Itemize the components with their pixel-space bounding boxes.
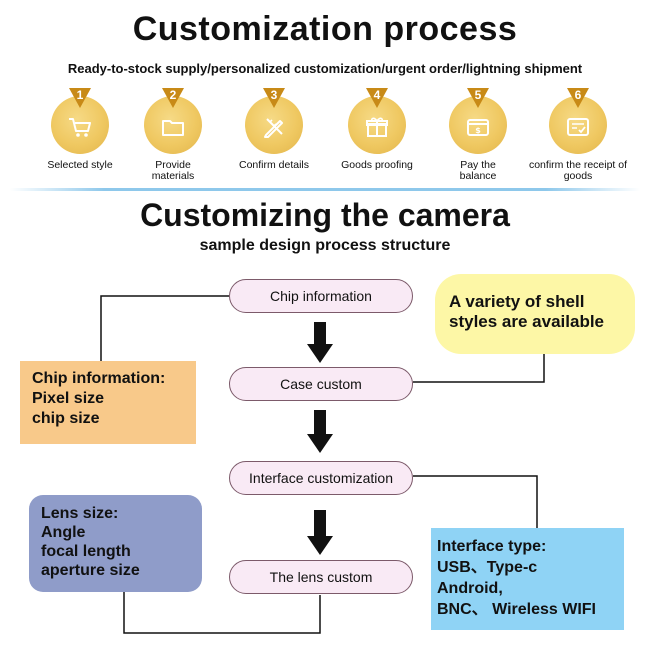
step-5: 5 $ Pay the balance — [426, 88, 530, 182]
payment-card-icon: $ — [467, 119, 489, 136]
note-line: chip size — [32, 410, 100, 427]
step-label: confirm the receipt of goods — [528, 159, 628, 182]
step-label: Pay the balance — [459, 159, 497, 182]
note-line: USB、Type-c — [437, 559, 538, 576]
chip-info-note: Chip information: Pixel size chip size — [20, 361, 196, 444]
note-line: Android, — [437, 580, 503, 597]
step-circle: 5 $ — [449, 88, 507, 154]
shopping-cart-icon — [69, 118, 91, 137]
step-circle: 1 — [51, 88, 109, 154]
gift-box-icon — [366, 117, 388, 137]
note-line: Interface type: — [437, 538, 547, 555]
shell-styles-note: A variety of shell styles are available — [435, 274, 635, 354]
step-number: 2 — [169, 88, 177, 102]
step-number: 4 — [373, 88, 381, 102]
step-circle: 2 — [144, 88, 202, 154]
note-line: focal length — [41, 543, 131, 560]
step-circle: 6 — [549, 88, 607, 154]
flow-node-lens-custom: The lens custom — [229, 560, 413, 594]
lens-size-note: Lens size: Angle focal length aperture s… — [29, 495, 202, 592]
section-title: Customizing the camera — [140, 197, 510, 233]
note-line: Pixel size — [32, 390, 105, 407]
step-circle: 3 — [245, 88, 303, 154]
receipt-check-icon — [567, 118, 589, 136]
step-circle: 4 — [348, 88, 406, 154]
step-label: Goods proofing — [341, 159, 413, 171]
step-label: Selected style — [47, 159, 113, 171]
down-arrow-icon — [307, 510, 333, 555]
page-subtitle: Ready-to-stock supply/personalized custo… — [67, 61, 583, 76]
section-divider — [10, 188, 640, 191]
step-number: 1 — [76, 88, 84, 102]
step-label: Provide materials — [151, 159, 195, 182]
step-2: 2 Provide materials — [121, 88, 225, 182]
folder-icon — [162, 120, 184, 136]
note-line: BNC、 Wireless WIFI — [437, 601, 596, 618]
section-subtitle: sample design process structure — [199, 237, 451, 254]
note-line: A variety of shell — [449, 292, 585, 311]
step-6: 6 confirm the receipt of goods — [524, 88, 632, 182]
flow-node-chip-information: Chip information — [229, 279, 413, 313]
note-line: styles are available — [449, 312, 605, 331]
step-number: 3 — [270, 88, 278, 102]
step-3: 3 Confirm details — [222, 88, 326, 171]
step-number: 6 — [574, 88, 582, 102]
note-line: Angle — [41, 524, 86, 541]
step-label: Confirm details — [238, 159, 310, 171]
svg-text:$: $ — [475, 126, 481, 135]
page-title: Customization process — [132, 10, 518, 48]
pencil-ruler-icon — [264, 118, 283, 138]
down-arrow-icon — [307, 410, 333, 453]
down-arrow-icon — [307, 322, 333, 363]
interface-type-note: Interface type: USB、Type-c Android, BNC、… — [431, 528, 624, 630]
flow-node-case-custom: Case custom — [229, 367, 413, 401]
note-line: Chip information: — [32, 370, 166, 387]
step-1: 1 Selected style — [28, 88, 132, 171]
step-number: 5 — [474, 88, 482, 102]
note-line: Lens size: — [41, 505, 119, 522]
note-line: aperture size — [41, 562, 140, 579]
flow-node-interface-customization: Interface customization — [229, 461, 413, 495]
step-4: 4 Goods proofing — [325, 88, 429, 171]
